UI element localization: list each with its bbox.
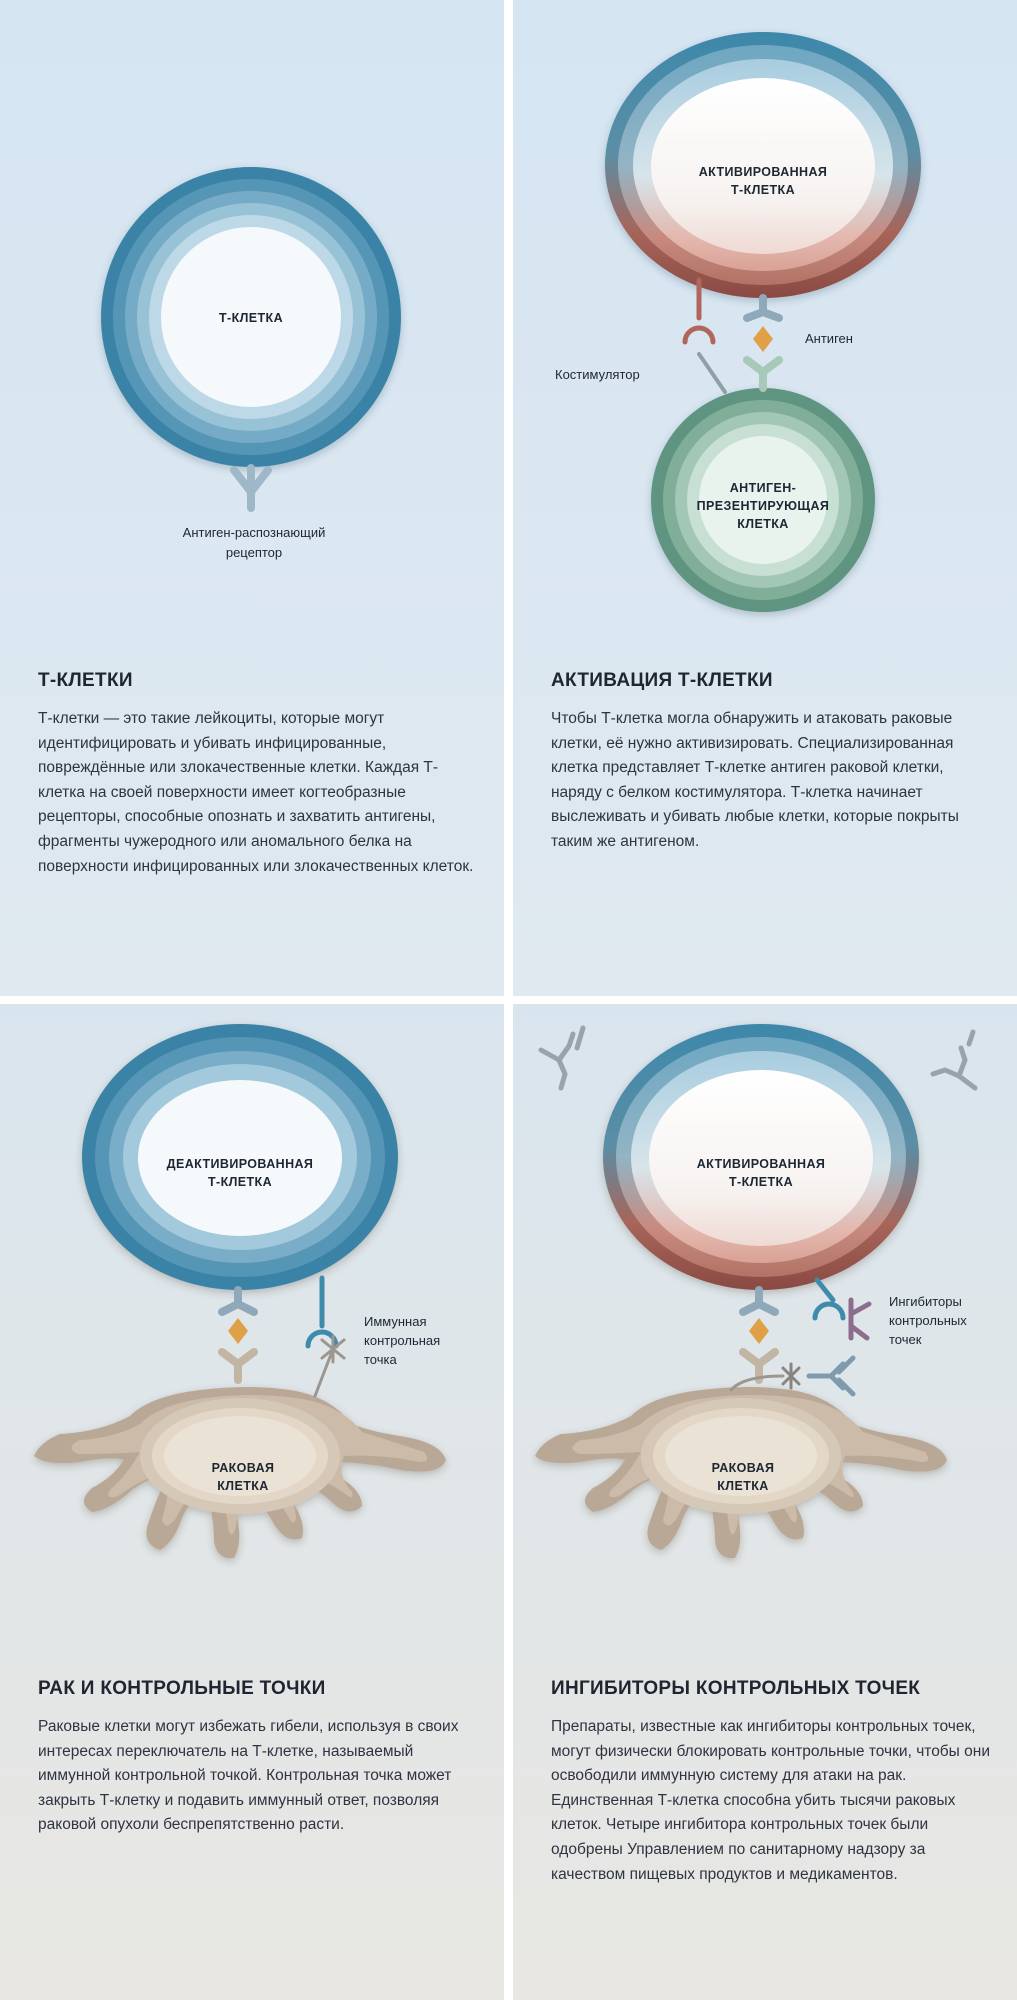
cancer-cell <box>535 1387 947 1559</box>
t-cells-text: Т-КЛЕТКИ Т-клетки — это такие лейкоциты,… <box>38 670 478 879</box>
deactivated-t-cell-label-line-1: ДЕАКТИВИРОВАННАЯ <box>167 1157 314 1171</box>
panel-body: Препараты, известные как ингибиторы конт… <box>551 1718 990 1883</box>
t-cell-illustration: Т-КЛЕТКА Антиген-распознающий рецептор <box>0 0 504 996</box>
panel-cancer-checkpoints: ДЕАКТИВИРОВАННАЯ Т-КЛЕТКА РАКОВАЯ КЛЕТКА… <box>0 1004 504 2000</box>
cancer-cell-label-line-2: КЛЕТКА <box>217 1479 268 1493</box>
cancer-receptor-icon <box>218 1348 258 1384</box>
inhibitor-label-line-2: контрольных <box>889 1313 967 1328</box>
inhibitors-text: ИНГИБИТОРЫ КОНТРОЛЬНЫХ ТОЧЕК Препараты, … <box>551 1678 991 1887</box>
free-checkpoint-icon <box>729 1362 801 1392</box>
antigen-label: Антиген <box>805 331 853 346</box>
t-cell-receptor-icon <box>743 294 783 322</box>
activated-t-cell-label-line-1: АКТИВИРОВАННАЯ <box>699 165 828 179</box>
apc-receptor-icon <box>743 356 783 392</box>
t-cell <box>101 167 401 467</box>
activated-t-cell-label-line-2: Т-КЛЕТКА <box>731 183 795 197</box>
floating-antibody-icon <box>538 1025 586 1091</box>
antigen-icon <box>753 326 773 352</box>
apc-label-line-2: ПРЕЗЕНТИРУЮЩАЯ <box>697 499 830 513</box>
activated-t-cell <box>603 1024 919 1290</box>
cancer-cell-label-line-2: КЛЕТКА <box>717 1479 768 1493</box>
costimulator-icon <box>682 277 727 394</box>
receptor-label-line-1: Антиген-распознающий <box>183 525 326 540</box>
panel-title: РАК И КОНТРОЛЬНЫЕ ТОЧКИ <box>38 1678 326 1699</box>
t-cell-label: Т-КЛЕТКА <box>219 311 283 325</box>
deactivated-t-cell-label-line-2: Т-КЛЕТКА <box>208 1175 272 1189</box>
apc-label-line-3: КЛЕТКА <box>737 517 788 531</box>
t-cell-receptor-icon <box>218 1286 258 1316</box>
inhibitor-illustration: АКТИВИРОВАННАЯ Т-КЛЕТКА РАКОВАЯ КЛЕТКА И… <box>513 1004 1017 2000</box>
bound-inhibitor-icon <box>848 1297 872 1341</box>
panel-activation: АКТИВИРОВАННАЯ Т-КЛЕТКА АНТИГЕН- ПРЕЗЕНТ… <box>513 0 1017 996</box>
activated-t-cell-label-line-1: АКТИВИРОВАННАЯ <box>697 1157 826 1171</box>
activation-illustration: АКТИВИРОВАННАЯ Т-КЛЕТКА АНТИГЕН- ПРЕЗЕНТ… <box>513 0 1017 996</box>
inhibitor-label-line-3: точек <box>889 1332 922 1347</box>
panel-body: Чтобы Т-клетка могла обнаружить и атаков… <box>551 710 959 850</box>
floating-antibody-icon <box>930 1029 978 1091</box>
panel-body: Раковые клетки могут избежать гибели, ис… <box>38 1718 459 1834</box>
checkpoint-label-line-2: контрольная <box>364 1333 440 1348</box>
blocked-checkpoint-icon <box>812 1277 846 1321</box>
antigen-icon <box>749 1318 769 1344</box>
checkpoints-text: РАК И КОНТРОЛЬНЫЕ ТОЧКИ Раковые клетки м… <box>38 1678 478 1838</box>
t-cell-receptor-icon <box>739 1286 779 1316</box>
activated-t-cell-label-line-2: Т-КЛЕТКА <box>729 1175 793 1189</box>
costimulator-label: Костимулятор <box>555 367 640 382</box>
cancer-cell-label-line-1: РАКОВАЯ <box>712 1461 775 1475</box>
cancer-cell-label-line-1: РАКОВАЯ <box>212 1461 275 1475</box>
cancer-cell <box>34 1387 446 1559</box>
antibody-icon <box>806 1355 856 1397</box>
receptor-label-line-2: рецептор <box>226 545 282 560</box>
panel-checkpoint-inhibitors: АКТИВИРОВАННАЯ Т-КЛЕТКА РАКОВАЯ КЛЕТКА И… <box>513 1004 1017 2000</box>
checkpoint-label-line-1: Иммунная <box>364 1314 427 1329</box>
inhibitor-label-line-1: Ингибиторы <box>889 1294 962 1309</box>
checkpoint-illustration: ДЕАКТИВИРОВАННАЯ Т-КЛЕТКА РАКОВАЯ КЛЕТКА… <box>0 1004 504 2000</box>
apc-cell <box>651 388 875 612</box>
panel-t-cells: Т-КЛЕТКА Антиген-распознающий рецептор Т… <box>0 0 504 996</box>
panel-title: ИНГИБИТОРЫ КОНТРОЛЬНЫХ ТОЧЕК <box>551 1678 921 1699</box>
checkpoint-icon <box>305 1275 346 1398</box>
checkpoint-label-line-3: точка <box>364 1352 397 1367</box>
deactivated-t-cell <box>82 1024 398 1290</box>
panel-title: Т-КЛЕТКИ <box>38 670 133 691</box>
panel-body: Т-клетки — это такие лейкоциты, которые … <box>38 710 474 875</box>
antigen-receptor-icon <box>230 464 272 512</box>
antigen-icon <box>228 1318 248 1344</box>
activation-text: АКТИВАЦИЯ Т-КЛЕТКИ Чтобы Т-клетка могла … <box>551 670 991 855</box>
panel-title: АКТИВАЦИЯ Т-КЛЕТКИ <box>551 670 773 691</box>
activated-t-cell <box>605 32 921 298</box>
apc-label-line-1: АНТИГЕН- <box>730 481 797 495</box>
